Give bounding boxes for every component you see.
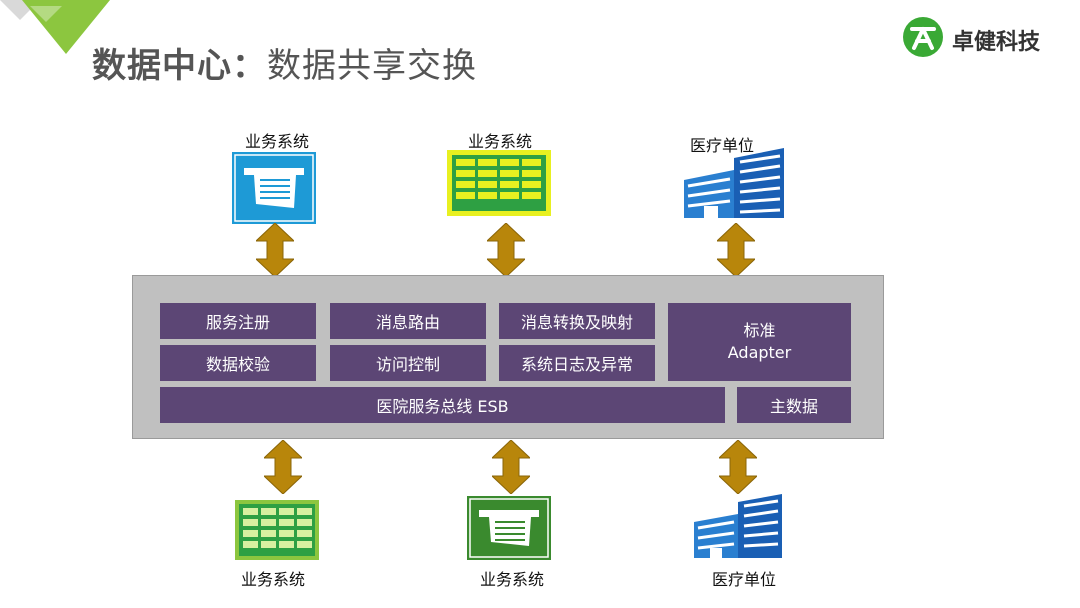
bottom-arrow-1 [264,440,302,494]
adapter-line1: 标准 [743,321,776,340]
module-standard-adapter: 标准 Adapter [668,303,851,381]
building-icon [694,494,782,558]
brand-logo-icon [903,17,943,57]
module-esb-bus: 医院服务总线 ESB [160,387,725,423]
bottom-node-2-label: 业务系统 [479,570,544,589]
corner-triangle-decoration [0,0,110,54]
module-service-registry: 服务注册 [160,303,316,339]
module-message-transform: 消息转换及映射 [499,303,655,339]
top-node-3-label: 医疗单位 [689,136,754,155]
top-node-1-label: 业务系统 [244,132,309,151]
module-master-data: 主数据 [737,387,851,423]
esb-panel: 服务注册 消息路由 消息转换及映射 标准 Adapter 数据校验 访问控制 系… [132,275,884,439]
module-access-control: 访问控制 [330,345,486,381]
page-title: 数据中心：数据共享交换 [92,38,477,87]
bottom-node-1-label: 业务系统 [240,570,305,589]
top-arrow-2 [487,223,525,277]
green-grid-icon [447,150,551,216]
adapter-line2: Adapter [727,343,792,362]
top-node-2-label: 业务系统 [467,132,532,151]
title-main: 数据中心 [92,46,232,86]
module-message-routing: 消息路由 [330,303,486,339]
cash-terminal-icon [467,496,551,560]
bottom-arrow-3 [719,440,757,494]
title-subtitle: 数据共享交换 [267,46,477,86]
cash-terminal-icon [232,152,316,224]
building-icon [684,148,784,218]
title-separator: ： [232,46,267,86]
green-grid-icon [235,500,319,560]
bottom-node-3-label: 医疗单位 [711,570,776,589]
top-arrow-3 [717,223,755,277]
top-arrow-1 [256,223,294,277]
bottom-arrow-2 [492,440,530,494]
brand-name: 卓健科技 [952,30,1041,55]
module-system-log: 系统日志及异常 [499,345,655,381]
module-data-validation: 数据校验 [160,345,316,381]
